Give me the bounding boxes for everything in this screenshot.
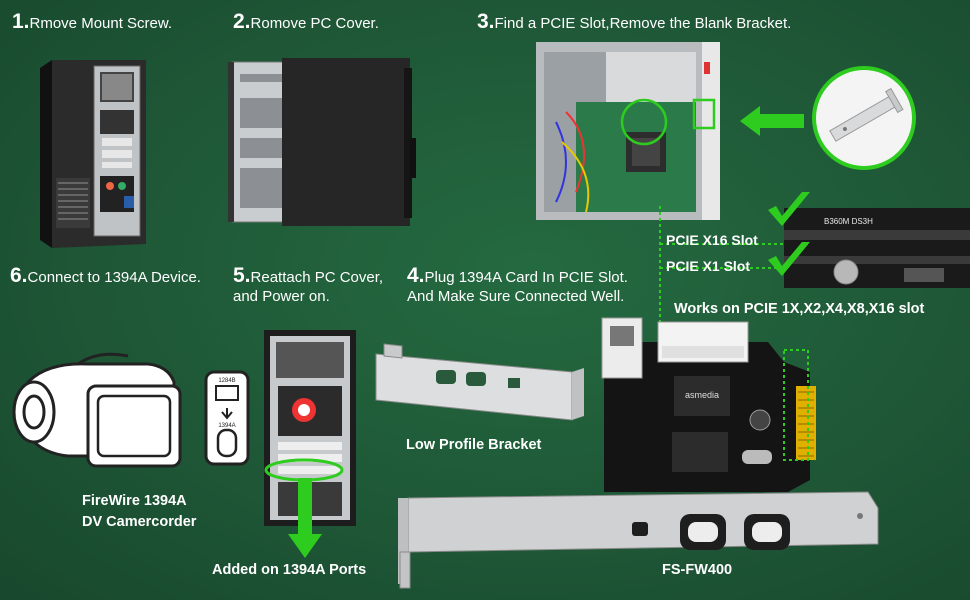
works-on-slots-label: Works on PCIE 1X,X2,X4,X8,X16 slot: [674, 301, 925, 317]
blank-bracket-circle-image: [812, 66, 916, 170]
step-1-text: Rmove Mount Screw.: [29, 15, 173, 32]
device-line-1: FireWire 1394A: [82, 493, 187, 509]
step-6-text: Connect to 1394A Device.: [27, 269, 201, 286]
added-ports-label: Added on 1394A Ports: [212, 562, 367, 578]
port-1394a-label: 1394A: [218, 423, 235, 429]
step-3-text: Find a PCIE Slot,Remove the Blank Bracke…: [494, 15, 792, 32]
pcie-x1-label: PCIE X1 Slot: [666, 258, 751, 274]
step-4-heading: 4.Plug 1394A Card In PCIE Slot. And Make…: [407, 264, 628, 306]
slot-connector-line: [659, 206, 795, 356]
green-arrow-down-icon: [288, 478, 322, 558]
firewire-port-diagram: 1284B 1394A: [204, 370, 250, 466]
step-2-heading: 2.Romove PC Cover.: [233, 10, 379, 33]
product-model-label: FS-FW400: [662, 562, 733, 578]
step-4-number: 4.: [407, 264, 425, 287]
check-mark-icon-2: [768, 242, 810, 276]
step-4-line2: And Make Sure Connected Well.: [407, 288, 625, 305]
low-profile-label: Low Profile Bracket: [406, 437, 542, 453]
low-profile-bracket-image: [375, 343, 584, 421]
step-5-line2: and Power on.: [233, 288, 330, 305]
step-4-line1: Plug 1394A Card In PCIE Slot.: [424, 269, 628, 286]
motherboard-closeup-image: B360M DS3H: [784, 208, 970, 288]
step-3-heading: 3.Find a PCIE Slot,Remove the Blank Brac…: [477, 10, 792, 33]
chip-brand-label: asmedia: [685, 390, 719, 400]
camcorder-image: [12, 352, 182, 468]
device-line-2: DV Camercorder: [82, 514, 197, 530]
board-model-label: B360M DS3H: [824, 217, 873, 226]
step-2-text: Romove PC Cover.: [250, 15, 379, 32]
pc-tower-rear-image: [40, 60, 146, 248]
pcie-firewire-card-image: asmedia: [398, 317, 879, 589]
step-6-heading: 6.Connect to 1394A Device.: [10, 264, 201, 287]
step-2-number: 2.: [233, 10, 251, 33]
pcie-x16-label: PCIE X16 Slot: [666, 232, 758, 248]
step-3-number: 3.: [477, 10, 495, 33]
step-6-number: 6.: [10, 264, 28, 287]
port-1284b-label: 1284B: [218, 378, 235, 384]
step-5-number: 5.: [233, 264, 251, 287]
open-pc-case-image: [536, 42, 720, 220]
step-1-heading: 1.Rmove Mount Screw.: [12, 10, 173, 33]
check-mark-icon-1: [768, 192, 810, 226]
step-5-line1: Reattach PC Cover,: [250, 269, 384, 286]
pc-cover-removal-image: [228, 58, 416, 226]
step-1-number: 1.: [12, 10, 30, 33]
green-arrow-left-icon: [740, 106, 804, 136]
step-5-heading: 5.Reattach PC Cover, and Power on.: [233, 264, 384, 306]
